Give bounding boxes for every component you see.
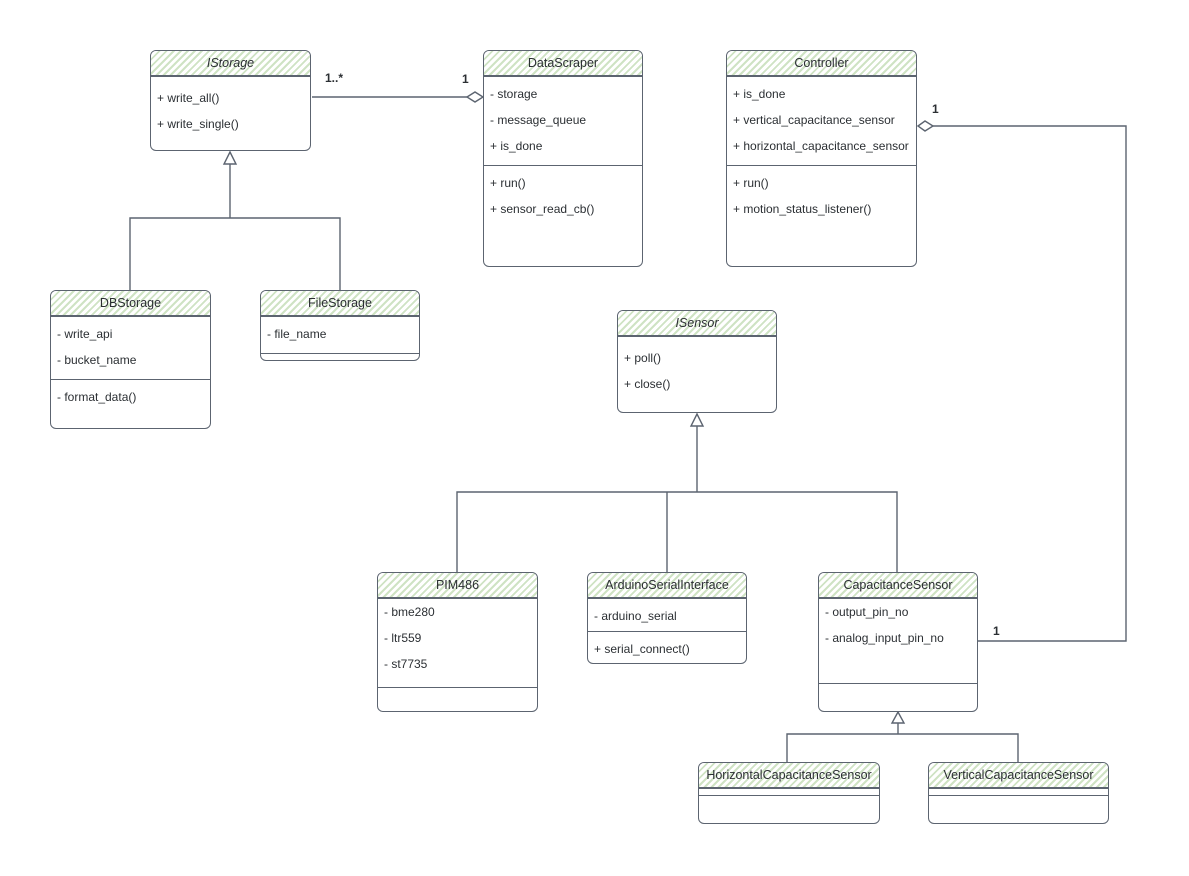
generalization-arrow-isensor: [689, 412, 705, 427]
class-pim486[interactable]: PIM486 - bme280 - ltr559 - st7735: [377, 572, 538, 712]
method: + poll(): [624, 351, 662, 365]
class-name: DataScraper: [484, 51, 642, 77]
attributes-section: - output_pin_no - analog_input_pin_no: [819, 599, 977, 684]
class-vertical-capacitance-sensor[interactable]: VerticalCapacitanceSensor: [928, 762, 1109, 824]
method: + write_all(): [157, 91, 220, 105]
generalization-arrow-istorage: [222, 150, 238, 165]
class-istorage[interactable]: IStorage + write_all() + write_single(): [150, 50, 311, 151]
methods-section: [699, 796, 879, 806]
multiplicity-controller: 1: [932, 102, 939, 116]
generalization-arrow-capsensor: [890, 710, 906, 724]
methods-section: [819, 684, 977, 694]
generalization-line-sensors: [456, 426, 898, 572]
attribute: + horizontal_capacitance_sensor: [733, 139, 909, 153]
attribute: + is_done: [490, 139, 543, 153]
attribute: + vertical_capacitance_sensor: [733, 113, 895, 127]
method: + run(): [490, 176, 526, 190]
class-name: ArduinoSerialInterface: [588, 573, 746, 599]
attributes-section: - storage - message_queue + is_done: [484, 77, 642, 166]
generalization-line-storage: [129, 164, 341, 290]
attributes-section: - write_api - bucket_name: [51, 317, 210, 380]
aggregation-line-controller-capsensor: [933, 125, 1127, 642]
class-dbstorage[interactable]: DBStorage - write_api - bucket_name - fo…: [50, 290, 211, 429]
attribute: - analog_input_pin_no: [825, 631, 944, 645]
method: + write_single(): [157, 117, 239, 131]
class-name: IStorage: [151, 51, 310, 77]
methods-section: [929, 796, 1108, 806]
attributes-section: [699, 789, 879, 796]
attributes-section: - file_name: [261, 317, 419, 354]
attribute: + is_done: [733, 87, 786, 101]
attribute: - bme280: [384, 605, 435, 619]
method: - format_data(): [57, 390, 137, 404]
methods-section: [378, 688, 537, 698]
methods-section: + poll() + close(): [618, 337, 776, 403]
class-controller[interactable]: Controller + is_done + vertical_capacita…: [726, 50, 917, 267]
aggregation-diamond-controller: [916, 120, 935, 132]
method: + serial_connect(): [594, 642, 690, 656]
attributes-section: - arduino_serial: [588, 599, 746, 632]
attributes-section: - bme280 - ltr559 - st7735: [378, 599, 537, 688]
method: + close(): [624, 377, 671, 391]
class-name: HorizontalCapacitanceSensor: [699, 763, 879, 789]
attribute: - output_pin_no: [825, 605, 909, 619]
attribute: - message_queue: [490, 113, 587, 127]
attribute: - write_api: [57, 327, 113, 341]
multiplicity-capsensor: 1: [993, 624, 1000, 638]
attribute: - bucket_name: [57, 353, 137, 367]
class-filestorage[interactable]: FileStorage - file_name: [260, 290, 420, 361]
class-name: VerticalCapacitanceSensor: [929, 763, 1108, 789]
class-name: CapacitanceSensor: [819, 573, 977, 599]
class-horizontal-capacitance-sensor[interactable]: HorizontalCapacitanceSensor: [698, 762, 880, 824]
class-name: ISensor: [618, 311, 776, 337]
attribute: - ltr559: [384, 631, 422, 645]
class-capacitance-sensor[interactable]: CapacitanceSensor - output_pin_no - anal…: [818, 572, 978, 712]
method: + sensor_read_cb(): [490, 202, 595, 216]
methods-section: + run() + sensor_read_cb(): [484, 166, 642, 228]
class-arduino-serial-interface[interactable]: ArduinoSerialInterface - arduino_serial …: [587, 572, 747, 664]
class-datascraper[interactable]: DataScraper - storage - message_queue + …: [483, 50, 643, 267]
class-name: DBStorage: [51, 291, 210, 317]
multiplicity-datascraper: 1: [462, 72, 469, 86]
multiplicity-istorage: 1..*: [325, 71, 344, 85]
attribute: - file_name: [267, 327, 327, 341]
class-name: PIM486: [378, 573, 537, 599]
methods-section: + write_all() + write_single(): [151, 77, 310, 143]
methods-section: + serial_connect(): [588, 632, 746, 663]
methods-section: [261, 354, 419, 360]
class-name: FileStorage: [261, 291, 419, 317]
attributes-section: + is_done + vertical_capacitance_sensor …: [727, 77, 916, 166]
methods-section: + run() + motion_status_listener(): [727, 166, 916, 228]
attributes-section: [929, 789, 1108, 796]
attribute: - storage: [490, 87, 538, 101]
method: + motion_status_listener(): [733, 202, 872, 216]
attribute: - st7735: [384, 657, 428, 671]
aggregation-diamond-datascraper: [465, 91, 485, 103]
attribute: - arduino_serial: [594, 609, 677, 623]
class-isensor[interactable]: ISensor + poll() + close(): [617, 310, 777, 413]
generalization-line-capsensors: [786, 723, 1019, 762]
method: + run(): [733, 176, 769, 190]
class-name: Controller: [727, 51, 916, 77]
methods-section: - format_data(): [51, 380, 210, 416]
